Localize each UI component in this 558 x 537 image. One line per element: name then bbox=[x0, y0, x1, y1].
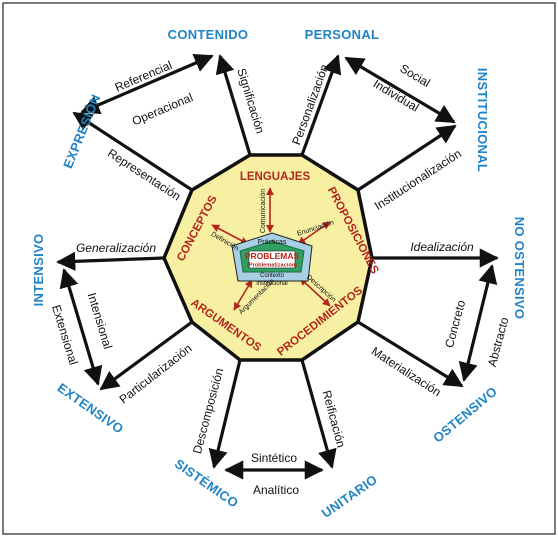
spoke-ostensivo bbox=[357, 320, 464, 388]
dual-no-ostensivo-ostensivo bbox=[458, 264, 498, 382]
institucional-small-label: institucional bbox=[256, 281, 287, 287]
dual-personal-institucional bbox=[344, 56, 456, 124]
idealizacion-label: Idealización bbox=[410, 240, 474, 254]
practicas-label: Prácticas bbox=[258, 239, 287, 246]
arrow-enunciacion bbox=[297, 221, 331, 245]
no-ostensivo-pole: NO OSTENSIVO bbox=[512, 217, 527, 320]
expresion-pole: EXPRESIÓN bbox=[60, 92, 103, 170]
sintetico-label: Sintético bbox=[251, 451, 297, 465]
spoke-contenido bbox=[215, 54, 252, 156]
dual-expresion-contenido bbox=[80, 54, 214, 114]
analitico-label: Analítico bbox=[253, 483, 299, 497]
sistemico-pole: SISTÉMICO bbox=[172, 456, 241, 511]
personal-pole: PERSONAL bbox=[305, 27, 380, 42]
concreto-label: Concreto bbox=[442, 298, 468, 349]
extensivo-pole: EXTENSIVO bbox=[55, 380, 127, 437]
spoke-sistemico bbox=[208, 359, 242, 469]
spoke-institucional bbox=[357, 124, 457, 192]
lenguajes-label: LENGUAJES bbox=[240, 171, 311, 183]
generalizacion-label: Generalización bbox=[76, 241, 156, 255]
comunicacion-label: Comunicación bbox=[260, 189, 267, 233]
problemas-label: PROBLEMAS bbox=[245, 251, 300, 261]
operacional-label: Operacional bbox=[130, 90, 195, 128]
abstracto-label: Abstracto bbox=[485, 315, 512, 368]
ostensivo-pole: OSTENSIVO bbox=[430, 384, 500, 446]
contexto-label: Contexto bbox=[260, 273, 285, 279]
institucionalizacion-label: Institucionalización bbox=[372, 146, 464, 213]
unitario-pole: UNITARIO bbox=[319, 472, 380, 521]
relation-arrows bbox=[211, 187, 331, 311]
problematizacion-label: (Problematización) bbox=[247, 263, 297, 269]
dual-arrows bbox=[59, 54, 498, 480]
intensivo-pole: INTENSIVO bbox=[31, 234, 46, 307]
spoke-unitario bbox=[300, 359, 337, 469]
spoke-intensivo bbox=[56, 251, 165, 271]
representacion-label: Representación bbox=[105, 146, 183, 204]
particularizacion-label: Particularización bbox=[117, 341, 195, 406]
intensional-label: Intensional bbox=[85, 291, 115, 351]
arrow-argumentacion bbox=[233, 279, 253, 311]
contenido-pole: CONTENIDO bbox=[168, 27, 249, 42]
problemas-box bbox=[248, 250, 296, 269]
institucional-pole: INSTITUCIONAL bbox=[475, 68, 490, 172]
arrow-definicion bbox=[211, 224, 249, 245]
spoke-expresion bbox=[72, 111, 193, 192]
spokes bbox=[56, 54, 499, 469]
social-label: Social bbox=[397, 61, 432, 90]
spoke-extensivo bbox=[99, 320, 193, 391]
arrow-descripcion bbox=[299, 277, 331, 307]
spoke-personal bbox=[300, 54, 342, 156]
dual-intensivo-extensivo bbox=[59, 268, 103, 386]
